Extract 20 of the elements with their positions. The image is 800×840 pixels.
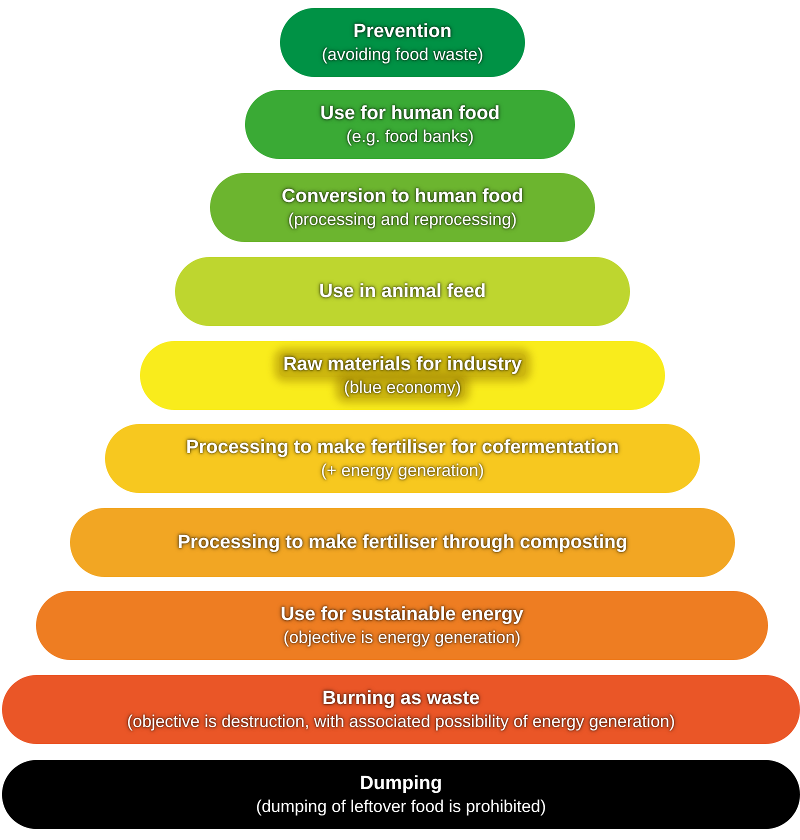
ladder-step xyxy=(2,675,800,744)
step-title: Use for human food xyxy=(320,102,500,126)
step-description: (+ energy generation) xyxy=(320,460,484,481)
step-title: Conversion to human food xyxy=(282,185,524,209)
step-description: (blue economy) xyxy=(340,376,466,398)
step-title: Raw materials for industry xyxy=(279,353,526,377)
step-description: (avoiding food waste) xyxy=(322,44,484,65)
step-description: (objective is energy generation) xyxy=(283,626,521,648)
step-title: Burning as waste xyxy=(322,687,480,711)
step-description: (objective is destruction, with associated possibility of energy generation) xyxy=(126,710,676,732)
step-title: Use for sustainable energy xyxy=(280,603,524,627)
step-description: (dumping of leftover food is prohibited) xyxy=(256,796,546,817)
step-title: Processing to make fertiliser for cofermentation xyxy=(186,436,619,460)
step-description: (e.g. food banks) xyxy=(346,126,474,147)
step-title: Dumping xyxy=(360,772,442,796)
step-title: Processing to make fertiliser through composting xyxy=(178,530,628,554)
step-title: Prevention xyxy=(353,20,452,44)
step-title: Use in animal feed xyxy=(319,280,486,304)
step-description: (processing and reprocessing) xyxy=(288,208,517,230)
ladder-step xyxy=(2,760,800,829)
